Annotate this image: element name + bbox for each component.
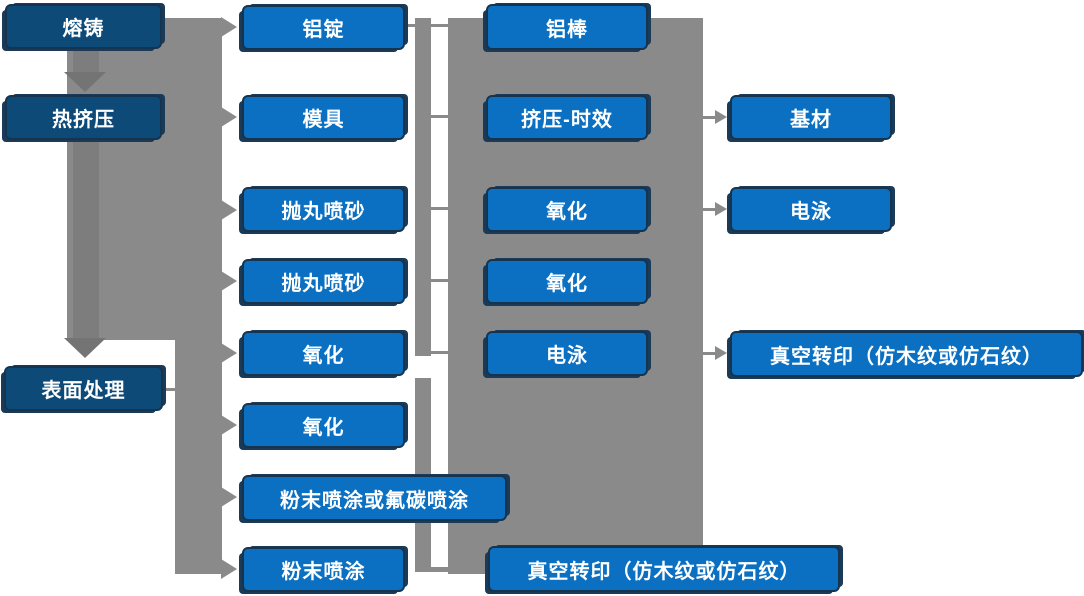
arrow-to-mold-icon — [221, 107, 237, 127]
node-powder-coating: 粉末喷涂 — [242, 547, 405, 592]
mid-stub-row1 — [405, 24, 415, 27]
arrow-to-electrophoresis2-icon — [715, 202, 727, 216]
node-electrophoresis-2: 电泳 — [730, 187, 892, 232]
mid-bar-upper — [415, 18, 431, 356]
node-shot-blasting-2: 抛丸喷砂 — [242, 259, 405, 304]
node-surface-treatment: 表面处理 — [4, 366, 163, 411]
arrow-to-oxidation-1-icon — [221, 343, 237, 363]
node-base-material: 基材 — [730, 95, 892, 140]
arrow-to-vacuum-transfer2-shaft — [703, 352, 715, 355]
down-arrow-icon-2 — [64, 338, 106, 358]
node-aluminum-rod: 铝棒 — [486, 4, 648, 50]
mid-stub-row2 — [431, 115, 448, 118]
node-vacuum-transfer-printing-1: 真空转印（仿木纹或仿石纹） — [488, 546, 840, 592]
down-arrow-icon-1 — [64, 72, 106, 92]
arrow-to-powder-fluorocarbon-icon — [221, 487, 237, 507]
mid-stub-row4 — [431, 279, 448, 282]
mid-stub-row8 — [431, 567, 448, 572]
arrow-to-shot-blasting-1-icon — [221, 200, 237, 220]
arrow-to-shot-blasting-2-icon — [221, 271, 237, 291]
node-hot-extrusion: 热挤压 — [5, 95, 162, 140]
node-powder-or-fluorocarbon-coating: 粉末喷涂或氟碳喷涂 — [242, 475, 507, 521]
node-vacuum-transfer-printing-2: 真空转印（仿木纹或仿石纹） — [730, 331, 1083, 377]
node-oxidation-2: 氧化 — [242, 403, 405, 448]
left-trunk-lower — [175, 338, 222, 574]
arrow-to-electrophoresis2-shaft — [703, 208, 715, 211]
arrow-to-oxidation-2-icon — [221, 415, 237, 435]
mid-stub-row5 — [431, 351, 448, 354]
mid-stub-row3 — [431, 207, 448, 210]
node-aluminum-ingot: 铝锭 — [242, 5, 405, 50]
node-extrusion-aging: 挤压-时效 — [486, 95, 648, 140]
node-mold: 模具 — [242, 95, 405, 140]
arrow-to-powder-coating-icon — [221, 559, 237, 579]
node-electrophoresis-1: 电泳 — [486, 331, 648, 376]
node-oxidation-4: 氧化 — [486, 259, 648, 304]
arrow-to-vacuum-transfer2-icon — [715, 346, 727, 360]
node-melting-casting: 熔铸 — [5, 4, 162, 49]
node-shot-blasting-1: 抛丸喷砂 — [242, 187, 405, 232]
arrow-to-base-material-icon — [715, 110, 727, 124]
node-oxidation-3: 氧化 — [486, 187, 648, 232]
arrow-to-base-material-shaft — [703, 116, 715, 119]
arrow-to-aluminum-ingot-icon — [221, 17, 237, 37]
down-arrow-shaft-2 — [73, 140, 99, 338]
surface-treatment-stub — [163, 388, 176, 391]
down-arrow-shaft-1 — [73, 48, 99, 74]
mid-stub-row1b — [431, 24, 448, 27]
node-oxidation-1: 氧化 — [242, 331, 405, 376]
